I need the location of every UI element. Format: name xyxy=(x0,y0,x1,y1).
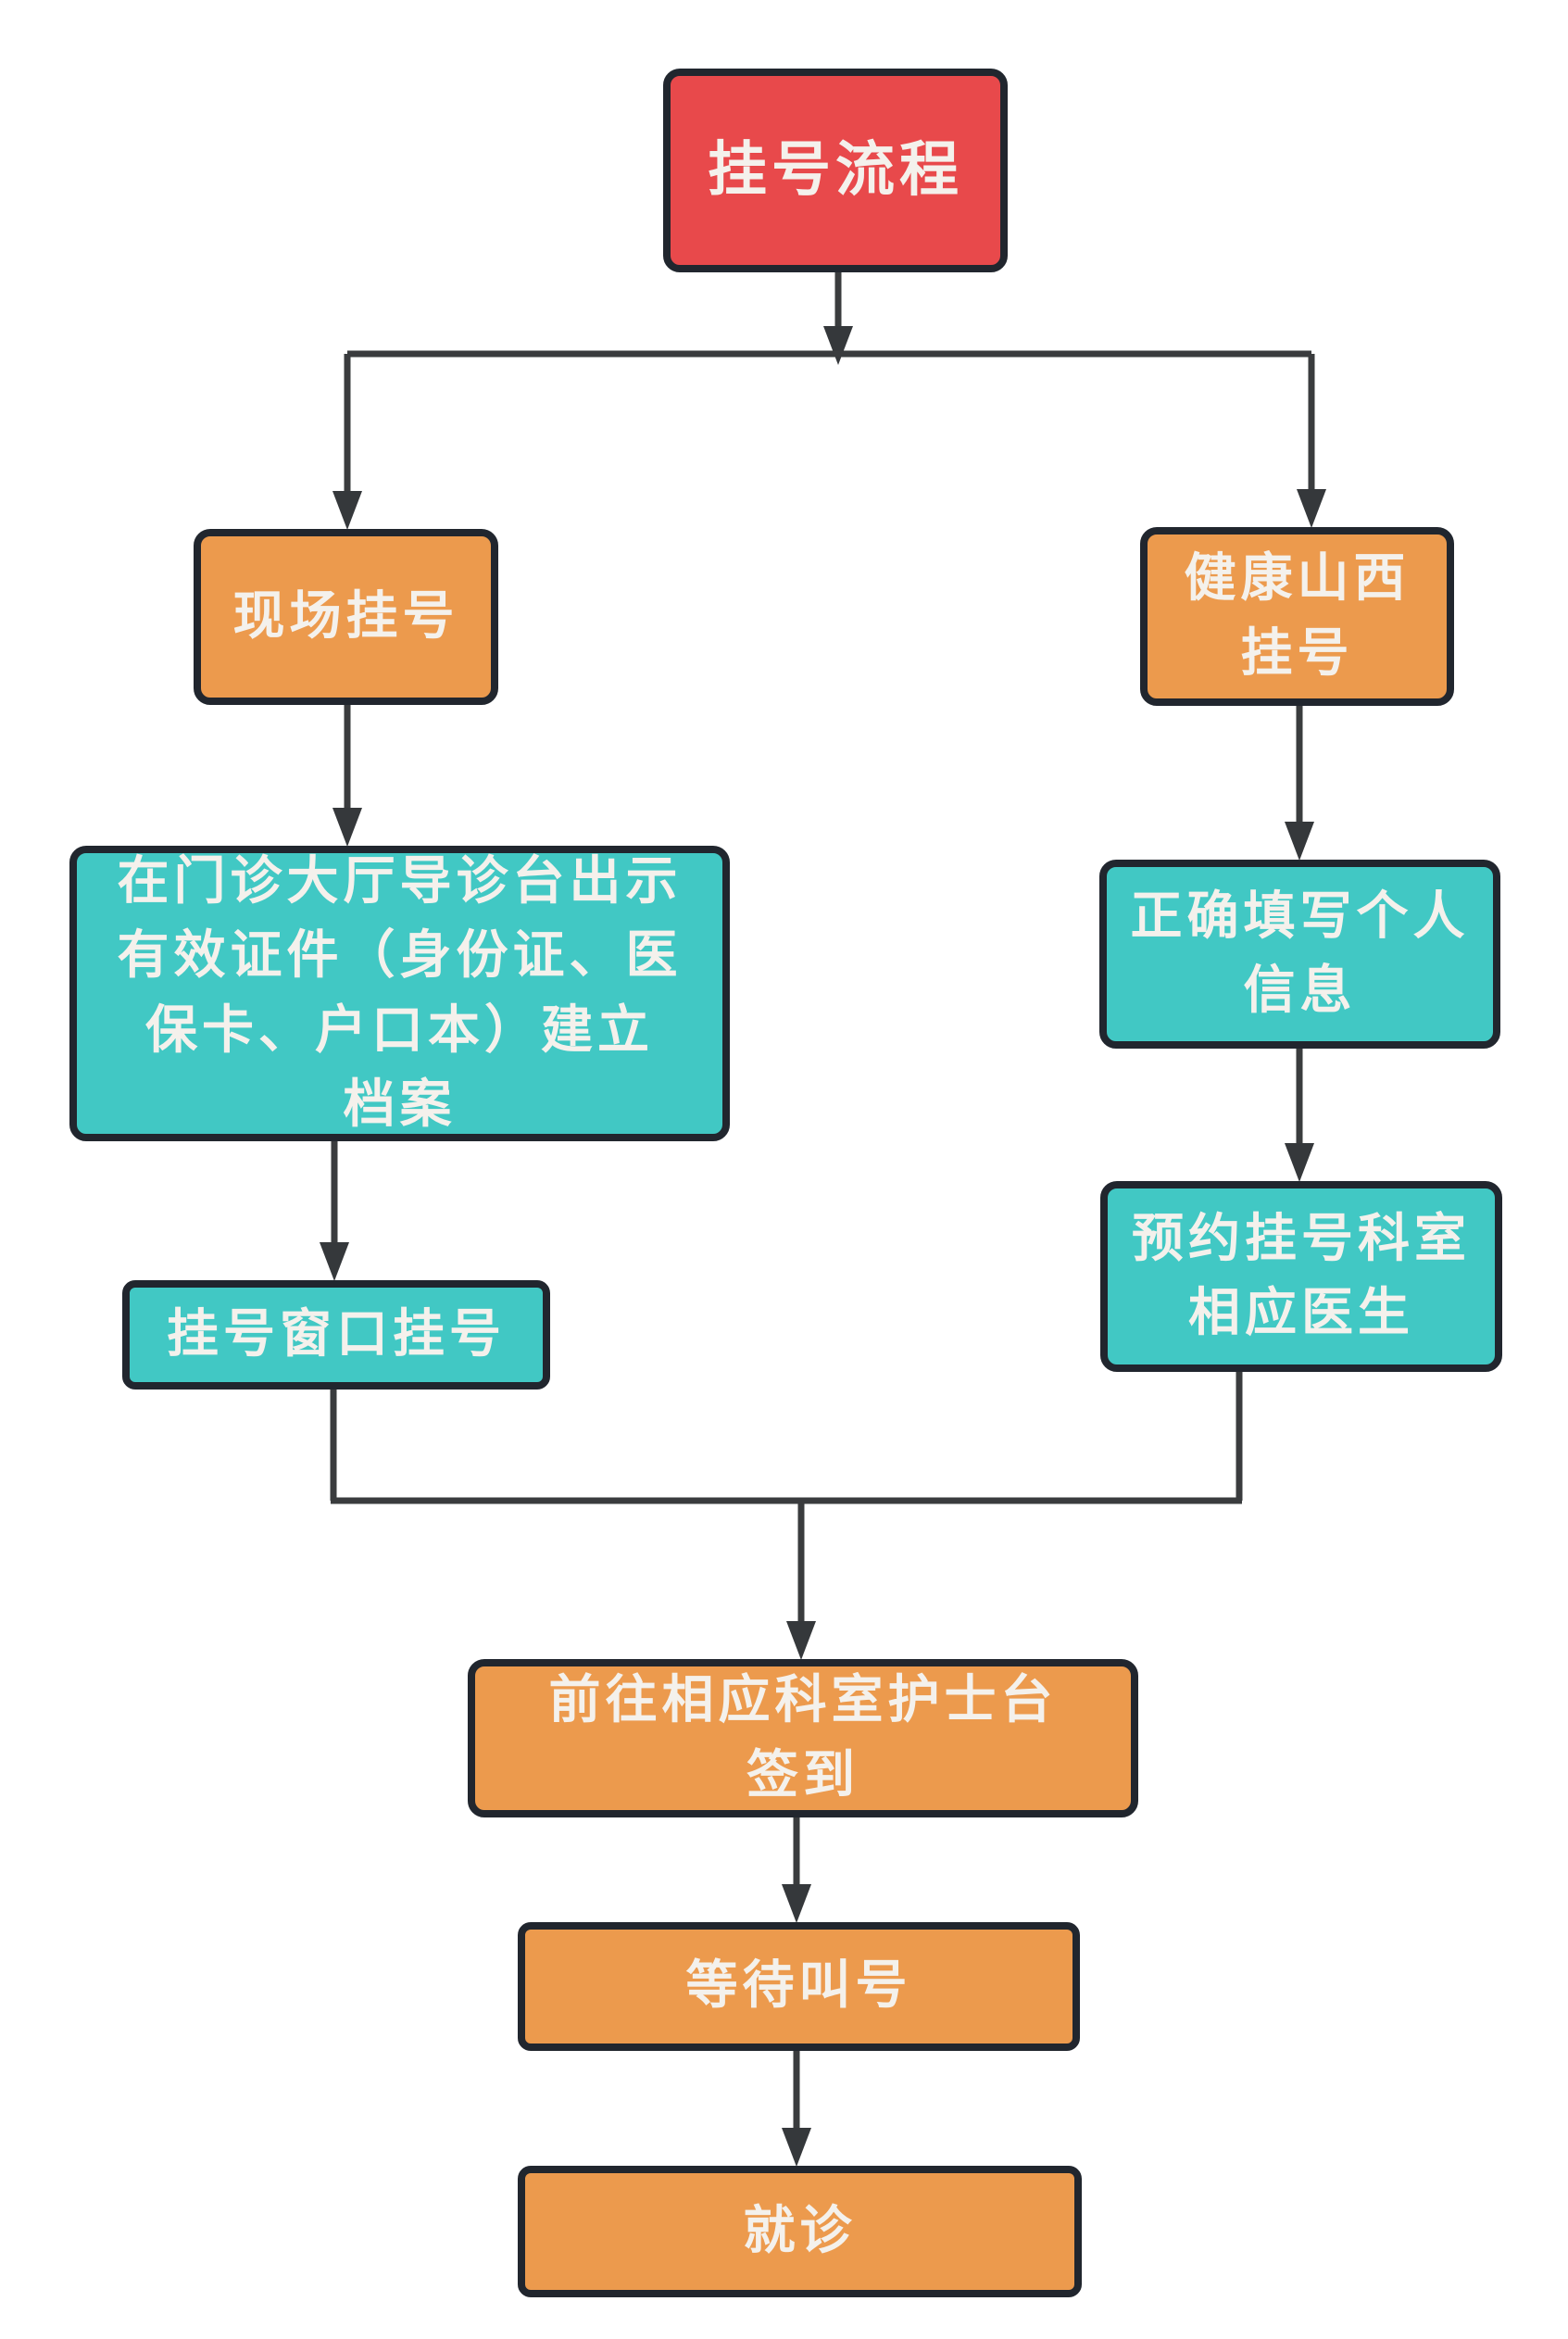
edge-title-split xyxy=(347,272,1311,365)
node-book-department-doctor: 预约挂号科室 相应医生 xyxy=(1100,1181,1502,1372)
edge-online-fillinfo xyxy=(1285,706,1314,861)
node-registration-process-title: 挂号流程 xyxy=(663,69,1008,272)
edge-checkin-wait xyxy=(782,1817,811,1923)
node-nurse-station-checkin: 前往相应科室护士台 签到 xyxy=(468,1659,1138,1817)
node-label: 正确填写个人 信息 xyxy=(1130,887,1470,1020)
edge-split-online xyxy=(1297,354,1326,528)
node-label: 就诊 xyxy=(743,2202,857,2260)
node-label: 挂号流程 xyxy=(708,137,963,204)
edge-wait-visit xyxy=(782,2051,811,2167)
node-registration-window: 挂号窗口挂号 xyxy=(122,1280,550,1390)
node-label: 健康山西 挂号 xyxy=(1184,550,1411,683)
node-label: 挂号窗口挂号 xyxy=(167,1305,506,1364)
node-label: 预约挂号科室 相应医生 xyxy=(1132,1210,1471,1342)
node-show-documents-create-file: 在门诊大厅导诊台出示 有效证件（身份证、医 保卡、户口本）建立 档案 xyxy=(69,846,730,1141)
node-label: 现场挂号 xyxy=(232,587,459,646)
node-fill-personal-info: 正确填写个人 信息 xyxy=(1099,860,1500,1049)
node-label: 在门诊大厅导诊台出示 有效证件（身份证、医 保卡、户口本）建立 档案 xyxy=(117,853,683,1134)
node-healthy-shanxi-registration: 健康山西 挂号 xyxy=(1140,527,1454,706)
node-see-doctor: 就诊 xyxy=(518,2166,1082,2297)
node-wait-for-call: 等待叫号 xyxy=(518,1922,1080,2051)
edge-merge-checkin xyxy=(330,1372,1243,1660)
edge-onsite-docs xyxy=(332,705,362,847)
edge-docs-window xyxy=(320,1141,349,1281)
edge-fillinfo-appointment xyxy=(1285,1049,1314,1182)
node-onsite-registration: 现场挂号 xyxy=(194,529,498,705)
node-label: 等待叫号 xyxy=(685,1957,912,2016)
edge-split-onsite xyxy=(332,354,362,530)
node-label: 前往相应科室护士台 签到 xyxy=(548,1672,1058,1805)
